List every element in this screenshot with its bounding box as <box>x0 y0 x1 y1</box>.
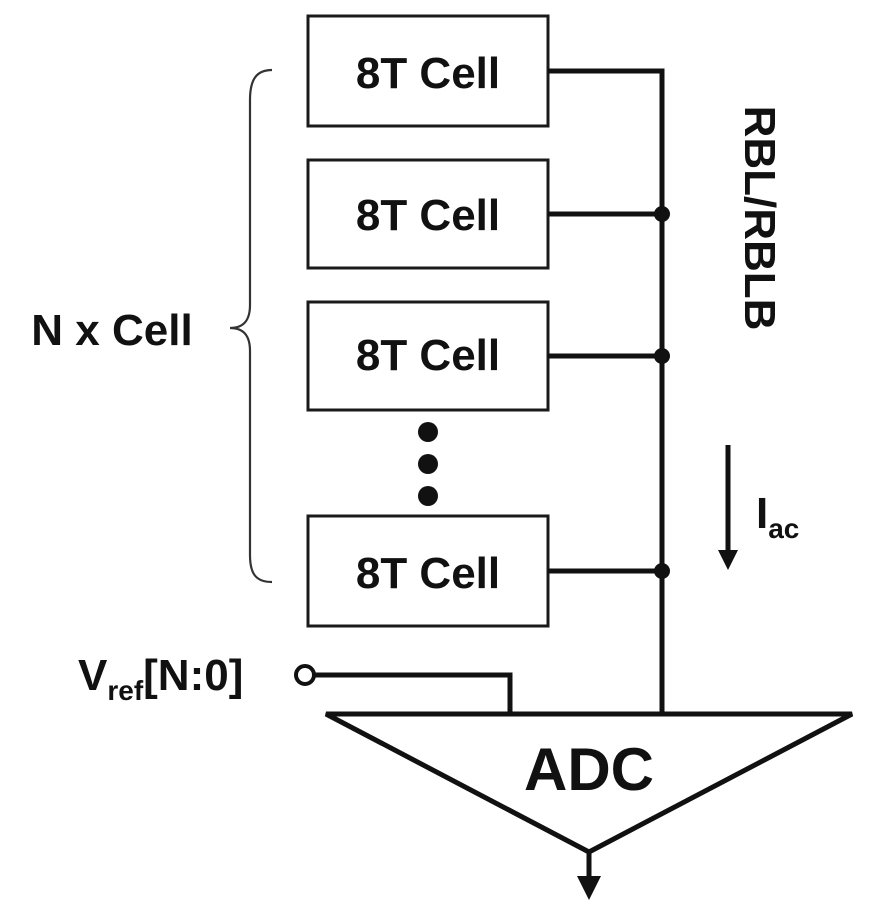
cell-2-box <box>306 158 550 270</box>
junction-dot <box>654 206 670 222</box>
bitline-main-wire <box>548 68 665 714</box>
ellipsis-dots <box>418 422 438 506</box>
ellipsis-dot <box>418 486 438 506</box>
vref-terminal <box>294 664 316 686</box>
cell-3: 8T Cell <box>306 300 550 412</box>
ellipsis-dot <box>418 454 438 474</box>
cell-2: 8T Cell <box>306 158 550 270</box>
junction-dot <box>654 563 670 579</box>
cell-1-box <box>306 14 550 128</box>
cell-n: 8T Cell <box>306 514 550 628</box>
adc-output-arrow <box>577 876 601 900</box>
vref-symbol: V <box>78 651 108 700</box>
vref-wire <box>314 672 513 714</box>
cell-2-label: 8T Cell <box>356 191 500 240</box>
current-symbol: I <box>756 489 768 538</box>
cell-1: 8T Cell <box>306 14 550 128</box>
adc-label: ADC <box>524 736 654 803</box>
cell-3-label: 8T Cell <box>356 331 500 380</box>
current-label: Iac <box>756 489 799 544</box>
cell-group-brace <box>229 68 273 584</box>
current-subscript: ac <box>768 513 799 544</box>
vref-label: Vref[N:0] <box>78 651 243 706</box>
bitline-label: RBL/RBLB <box>735 106 784 331</box>
cell-n-label: 8T Cell <box>356 549 500 598</box>
ellipsis-dot <box>418 422 438 442</box>
cell-1-label: 8T Cell <box>356 49 500 98</box>
vref-range: [N:0] <box>143 651 243 700</box>
cell-3-box <box>306 300 550 412</box>
bitline-wires <box>548 68 670 714</box>
adc-block <box>324 711 854 855</box>
junction-dot <box>654 348 670 364</box>
vref-subscript: ref <box>107 675 143 706</box>
group-label: N x Cell <box>31 306 192 355</box>
